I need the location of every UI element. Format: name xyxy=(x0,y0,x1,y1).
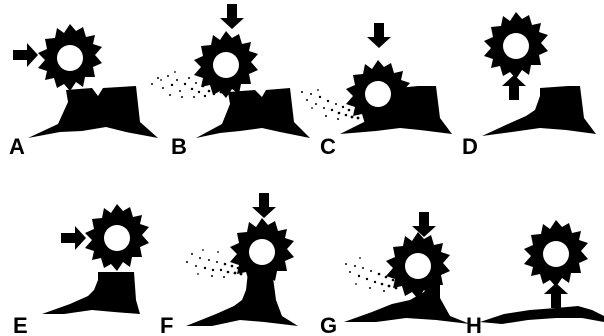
panel-label-f: F xyxy=(160,313,173,336)
tree-stump-icon xyxy=(480,306,604,324)
tree-stump-icon xyxy=(42,272,140,314)
panel-label-e: E xyxy=(13,313,28,336)
arrow-down-icon xyxy=(412,212,436,237)
panel-f: F xyxy=(160,193,298,336)
arrow-down-icon xyxy=(220,4,244,29)
gear-cutter-icon xyxy=(194,31,258,98)
gear-cutter-icon xyxy=(38,24,102,91)
panel-label-c: C xyxy=(320,134,336,159)
panel-label-d: D xyxy=(462,134,478,159)
tree-stump-icon xyxy=(482,86,596,136)
panel-label-g: G xyxy=(320,313,337,336)
panel-e: E xyxy=(13,204,149,336)
arrow-right-icon xyxy=(61,226,86,250)
panel-label-h: H xyxy=(466,313,482,336)
panel-c: C xyxy=(301,23,452,159)
gear-cutter-icon xyxy=(85,204,149,271)
tree-stump-icon xyxy=(28,86,158,138)
panel-label-a: A xyxy=(9,134,25,159)
arrow-up-icon xyxy=(544,283,568,308)
tree-stump-icon xyxy=(186,270,298,326)
gear-cutter-icon xyxy=(230,218,294,285)
panel-b: B xyxy=(151,4,310,159)
gear-cutter-icon xyxy=(524,220,588,287)
tree-stump-icon xyxy=(196,88,310,138)
arrow-right-icon xyxy=(13,43,38,67)
arrow-down-icon xyxy=(252,193,276,218)
panel-g: G xyxy=(320,212,470,336)
panel-h: H xyxy=(466,220,604,336)
arrow-down-icon xyxy=(367,23,391,48)
arrow-up-icon xyxy=(502,75,526,100)
panel-a: A xyxy=(9,24,158,159)
panel-label-b: B xyxy=(171,134,187,159)
gear-cutter-icon xyxy=(484,12,548,79)
panel-d: D xyxy=(462,12,596,159)
